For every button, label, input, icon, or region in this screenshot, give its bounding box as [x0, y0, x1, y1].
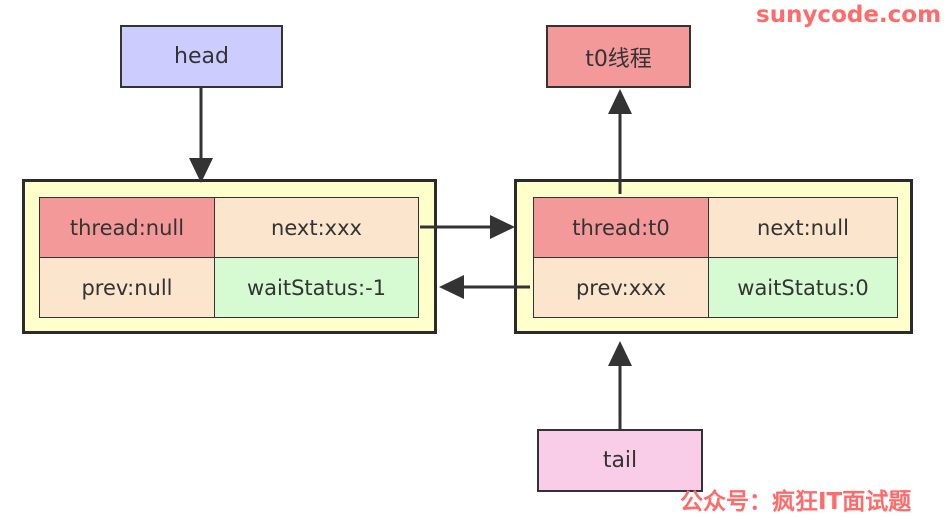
node-t0-prev-cell: prev:xxx — [533, 257, 709, 318]
thread-arrowhead — [608, 89, 632, 114]
head-arrowhead — [189, 158, 213, 183]
node-head: thread:null next:xxx prev:null waitStatu… — [22, 179, 437, 334]
head-pointer-box: head — [120, 25, 283, 88]
site-watermark: sunycode.com — [756, 2, 942, 28]
node-t0-waitstatus-cell: waitStatus:0 — [708, 257, 898, 318]
node-head-thread-cell: thread:null — [39, 197, 215, 258]
node-t0: thread:t0 next:null prev:xxx waitStatus:… — [514, 179, 913, 334]
tail-arrowhead — [608, 341, 632, 366]
account-watermark: 公众号：疯狂IT面试题 — [680, 489, 912, 515]
node-head-next-cell: next:xxx — [214, 197, 419, 258]
node-t0-next-cell: next:null — [708, 197, 898, 258]
thread-t0-box: t0线程 — [546, 25, 691, 88]
node-head-waitstatus-cell: waitStatus:-1 — [214, 257, 419, 318]
tail-pointer-box: tail — [537, 429, 703, 492]
prev-arrowhead — [439, 275, 464, 299]
next-arrowhead — [490, 215, 515, 239]
node-head-prev-cell: prev:null — [39, 257, 215, 318]
node-t0-thread-cell: thread:t0 — [533, 197, 709, 258]
